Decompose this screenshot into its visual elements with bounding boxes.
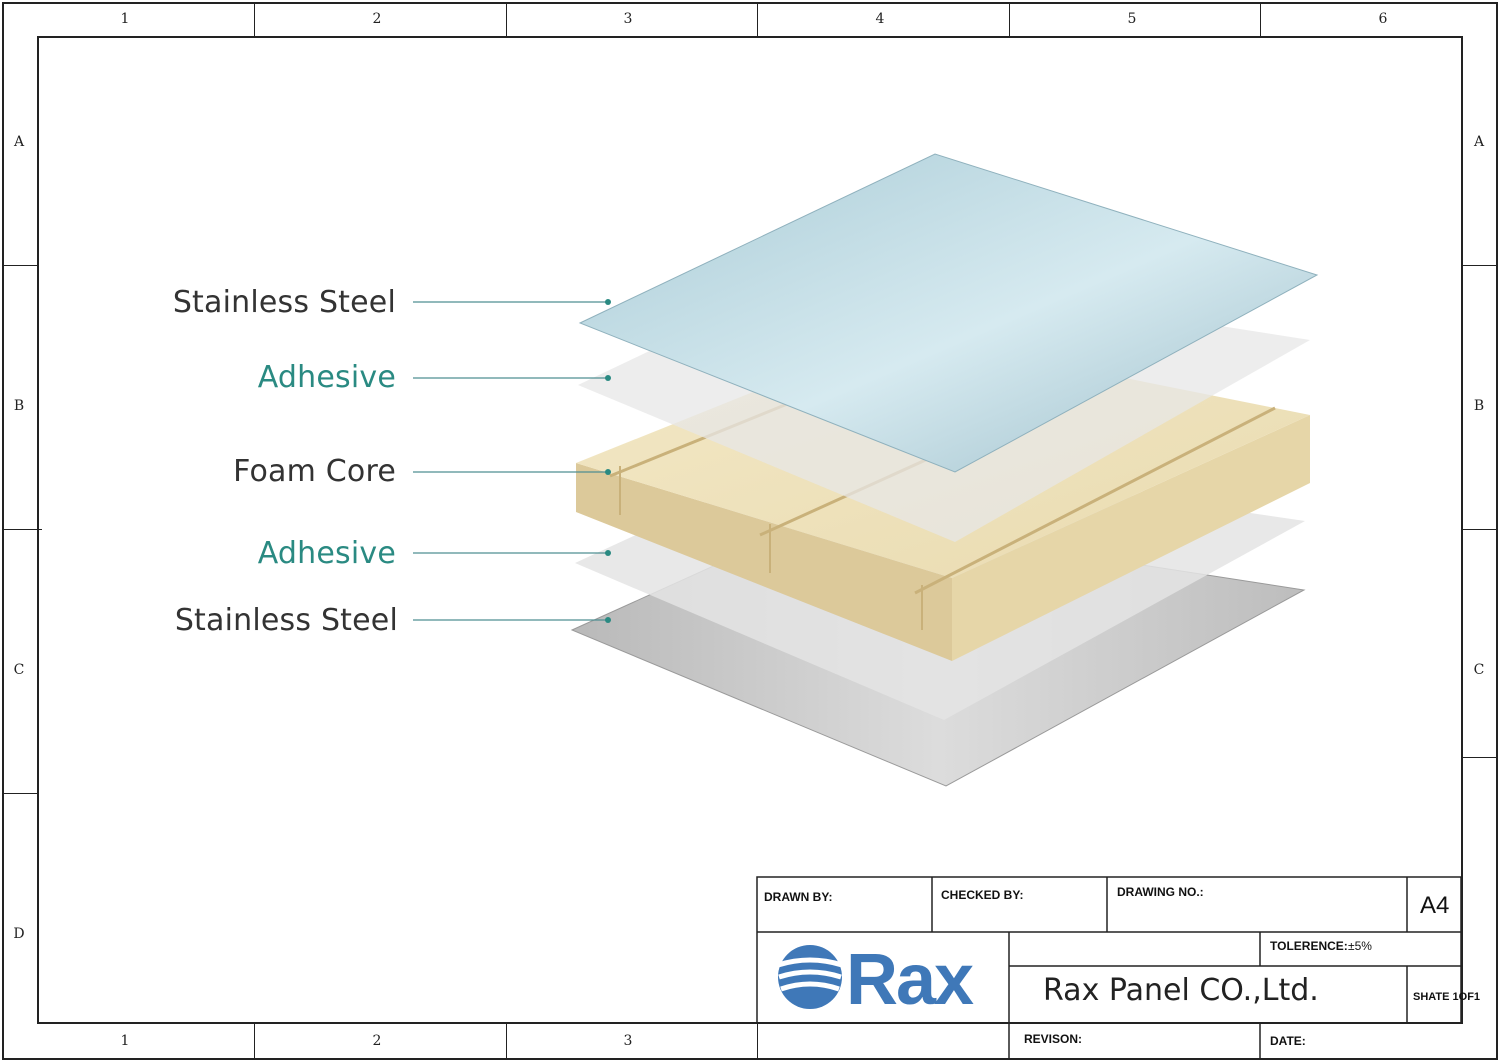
leader-dot bbox=[605, 550, 611, 556]
layer-label-foam-core: Foam Core bbox=[233, 454, 396, 489]
drawing-no-label: DRAWING NO.: bbox=[1117, 885, 1204, 899]
outer-border-bottom bbox=[2, 1058, 1498, 1060]
row-letter: B bbox=[13, 398, 25, 414]
column-number: 6 bbox=[1378, 11, 1388, 27]
leader-dot bbox=[605, 469, 611, 475]
title-block-grid bbox=[756, 876, 1462, 1058]
column-number: 1 bbox=[120, 1033, 130, 1049]
inner-border-top bbox=[37, 36, 1463, 38]
outer-border-top bbox=[2, 2, 1498, 4]
inner-border-right bbox=[1461, 36, 1463, 1024]
row-letter: A bbox=[1473, 134, 1485, 150]
row-divider bbox=[1463, 757, 1496, 758]
column-number: 3 bbox=[623, 1033, 633, 1049]
leader-dot bbox=[605, 375, 611, 381]
row-letter: D bbox=[13, 926, 25, 942]
leader-dot bbox=[605, 617, 611, 623]
inner-border-left bbox=[37, 36, 39, 1024]
row-letter: B bbox=[1473, 398, 1485, 414]
top-steel-sheet bbox=[578, 153, 1319, 473]
checked-by-label: CHECKED BY: bbox=[941, 888, 1024, 902]
tolerance-value: ±5% bbox=[1348, 939, 1372, 953]
rax-logo-icon bbox=[777, 945, 843, 1009]
col-divider bbox=[1009, 2, 1010, 36]
outer-border-left bbox=[2, 2, 4, 1060]
foam-groove bbox=[914, 406, 1276, 595]
layer-label-adhesive-top: Adhesive bbox=[257, 360, 396, 395]
column-number: 1 bbox=[120, 11, 130, 27]
column-number: 4 bbox=[875, 11, 885, 27]
row-divider bbox=[1463, 265, 1496, 266]
layer-label-adhesive-bottom: Adhesive bbox=[257, 536, 396, 571]
rax-logo-text: Rax bbox=[846, 940, 974, 1020]
inner-border-bottom bbox=[37, 1022, 1463, 1024]
sheet-number: SHATE 1OF1 bbox=[1413, 991, 1481, 1003]
leader-dot bbox=[605, 299, 611, 305]
sheet-size: A4 bbox=[1420, 892, 1450, 919]
row-letter: C bbox=[13, 662, 25, 678]
column-number: 5 bbox=[1127, 11, 1137, 27]
outer-border-right bbox=[1496, 2, 1498, 1060]
drawn-by-label: DRAWN BY: bbox=[764, 890, 833, 904]
row-divider bbox=[2, 265, 37, 266]
revision-label: REVISON: bbox=[1024, 1032, 1083, 1046]
row-divider bbox=[2, 793, 37, 794]
layer-label-stainless-steel-top: Stainless Steel bbox=[172, 285, 396, 320]
col-divider bbox=[254, 2, 255, 36]
foam-core-side bbox=[952, 415, 1310, 661]
col-divider bbox=[757, 1024, 758, 1058]
company-name: Rax Panel CO.,Ltd. bbox=[1043, 973, 1319, 1008]
col-divider bbox=[506, 1024, 507, 1058]
row-divider bbox=[2, 529, 42, 530]
col-divider bbox=[506, 2, 507, 36]
tolerance-label: TOLERENCE: bbox=[1270, 939, 1348, 953]
date-label: DATE: bbox=[1270, 1034, 1306, 1048]
layer-label-stainless-steel-bottom: Stainless Steel bbox=[174, 603, 398, 638]
row-letter: A bbox=[13, 134, 25, 150]
column-number: 2 bbox=[372, 11, 382, 27]
col-divider bbox=[1260, 2, 1261, 36]
row-divider bbox=[1463, 529, 1496, 530]
col-divider bbox=[757, 2, 758, 36]
row-letter: C bbox=[1473, 662, 1485, 678]
foam-core-front bbox=[576, 463, 952, 661]
col-divider bbox=[254, 1024, 255, 1058]
column-number: 2 bbox=[372, 1033, 382, 1049]
column-number: 3 bbox=[623, 11, 633, 27]
